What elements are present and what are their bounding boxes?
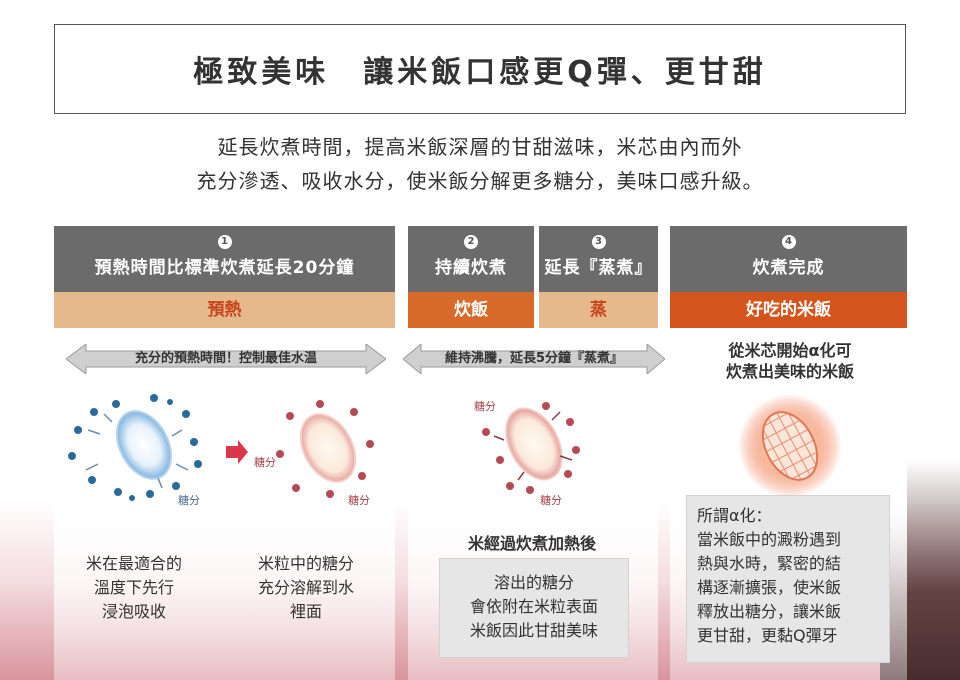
preheat-illustration: 糖分 糖分 糖分 xyxy=(58,390,392,520)
sugar-label-bottom: 糖分 xyxy=(540,493,562,507)
headline-title: 極致美味 讓米飯口感更Q彈、更甘甜 xyxy=(193,55,767,90)
caption-dissolve-line: 米粒中的糖分 xyxy=(257,554,354,573)
caption-soak-line: 米在最適合的 xyxy=(85,554,182,573)
sugar-label-top: 糖分 xyxy=(474,399,496,413)
step-4-header: 4 炊煮完成 xyxy=(670,226,907,292)
alpha-note-line: 當米飯中的澱粉遇到 xyxy=(697,530,842,549)
intro-text: 延長炊煮時間，提高米飯深層的甘甜滋味，米芯由內而外 充分滲透、吸收水分，使米飯分… xyxy=(0,130,960,198)
alpha-note-line: 構逐漸擴張，使米飯 xyxy=(697,578,842,597)
process-arrow-icon xyxy=(226,440,248,464)
alpha-note-line: 更甘甜，更黏Q彈牙 xyxy=(697,626,838,645)
phase-delicious-rice: 好吃的米飯 xyxy=(670,292,907,328)
step-2-label: 持續炊煮 xyxy=(435,258,507,278)
step-3-label: 延長『蒸煮』 xyxy=(544,258,653,278)
alpha-note-line: 所謂α化： xyxy=(697,506,772,525)
sugar-label-dissolve: 糖分 xyxy=(348,493,370,507)
sugar-label-transfer: 糖分 xyxy=(254,455,276,469)
preheat-double-arrow: 充分的預熱時間！控制最佳水温 xyxy=(66,344,386,374)
double-arrow-icon xyxy=(403,344,665,374)
preheat-arrow-text: 充分的預熱時間！控制最佳水温 xyxy=(134,351,317,366)
step-3-header: 3 延長『蒸煮』 xyxy=(539,226,658,292)
water-dots xyxy=(68,394,202,501)
step-1-header: 1 預熱時間比標準炊煮延長20分鐘 xyxy=(54,226,395,292)
sugar-coat-line: 米飯因此甘甜美味 xyxy=(469,621,598,640)
soaking-rice-grain xyxy=(115,410,173,480)
step-1-label: 預熱時間比標準炊煮延長20分鐘 xyxy=(94,258,355,278)
step-4-label: 炊煮完成 xyxy=(752,258,825,278)
phase-preheat: 預熱 xyxy=(54,292,395,328)
alpha-definition-note: 所謂α化： 當米飯中的澱粉遇到 熱與水時，緊密的結 構逐漸擴張，使米飯 釋放出糖… xyxy=(686,495,890,663)
caption-dissolve-line: 充分溶解到水 xyxy=(257,578,354,597)
phase-cook: 炊飯 xyxy=(408,292,534,328)
caption-soak-line: 浸泡吸收 xyxy=(101,602,166,621)
sugar-coat-note: 溶出的糖分 會依附在米粒表面 米飯因此甘甜美味 xyxy=(439,558,629,658)
step-4-number: 4 xyxy=(781,235,796,249)
cooking-illustration: 糖分 糖分 xyxy=(410,390,656,520)
caption-dissolve: 米粒中的糖分 充分溶解到水 裡面 xyxy=(236,552,376,624)
sugar-dots xyxy=(276,400,374,498)
caption-soak: 米在最適合的 溫度下先行 浸泡吸收 xyxy=(64,552,204,624)
sugar-coat-line: 會依附在米粒表面 xyxy=(469,597,598,616)
result-title-line-2: 炊煮出美味的米飯 xyxy=(725,362,854,381)
step-2-number: 2 xyxy=(464,235,478,249)
water-flow-arrows xyxy=(85,413,189,489)
step-1-number: 1 xyxy=(217,235,232,249)
sugar-label-soak: 糖分 xyxy=(178,493,200,507)
caption-dissolve-line: 裡面 xyxy=(289,602,322,621)
sugar-coat-line: 溶出的糖分 xyxy=(493,573,574,592)
phase-steam: 蒸 xyxy=(539,292,658,328)
coated-rice-grain xyxy=(505,407,563,481)
alpha-note-line: 釋放出糖分，讓米飯 xyxy=(697,602,842,621)
alpha-note-line: 熱與水時，緊密的結 xyxy=(697,554,842,573)
result-title-line-1: 從米芯開始α化可 xyxy=(728,341,852,360)
intro-line-2: 充分滲透、吸收水分，使米飯分解更多糖分，美味口感升級。 xyxy=(196,169,764,193)
alpha-rice-illustration xyxy=(672,390,904,500)
dissolved-rice-grain xyxy=(299,413,357,483)
alpha-rice-grain-icon xyxy=(738,394,842,498)
steam-double-arrow: 維持沸騰，延長5分鐘『蒸煮』 xyxy=(403,344,665,374)
sugar-dots xyxy=(482,402,580,494)
caption-heated: 米經過炊煮加熱後 xyxy=(467,534,596,553)
double-arrow-icon xyxy=(66,344,386,374)
step-3-number: 3 xyxy=(591,235,606,249)
sugar-attach-illustration: 糖分 糖分 xyxy=(474,399,580,507)
result-title: 從米芯開始α化可 炊煮出美味的米飯 xyxy=(680,340,900,382)
caption-soak-line: 溫度下先行 xyxy=(93,578,174,597)
sugar-flow-arrows xyxy=(493,411,573,481)
steam-arrow-text: 維持沸騰，延長5分鐘『蒸煮』 xyxy=(444,351,624,366)
headline-box: 極致美味 讓米飯口感更Q彈、更甘甜 xyxy=(54,24,906,114)
rice-soak-illustration: 糖分 糖分 糖分 xyxy=(68,394,374,507)
step-2-header: 2 持續炊煮 xyxy=(408,226,534,292)
intro-line-1: 延長炊煮時間，提高米飯深層的甘甜滋味，米芯由內而外 xyxy=(217,135,743,159)
